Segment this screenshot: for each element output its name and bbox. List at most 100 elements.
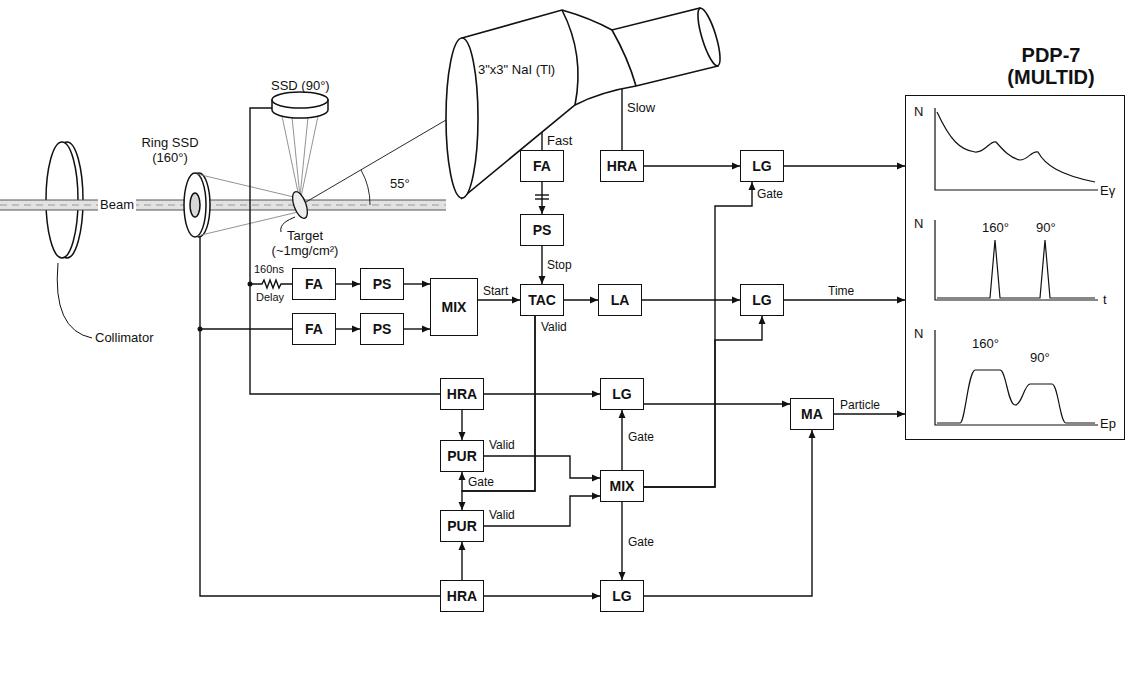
arrow-head — [352, 326, 360, 333]
signal-line — [644, 403, 790, 404]
arrow-head — [512, 297, 520, 304]
cone-line — [197, 174, 298, 198]
signal-connector — [644, 430, 816, 596]
module-name: TAC — [528, 292, 556, 308]
ring-ssd-wire — [200, 237, 440, 596]
delay-name: Delay — [256, 291, 284, 304]
tube-end — [694, 6, 725, 67]
signal-connector — [644, 182, 756, 487]
signal-connector — [459, 316, 536, 510]
signal-connector — [539, 246, 546, 284]
signal-line — [484, 393, 600, 394]
target-foil — [290, 190, 311, 220]
signal-label: Gate — [628, 535, 654, 549]
part-label: Beam — [98, 197, 136, 212]
computer-name: PDP-7 (MULTID) — [996, 44, 1106, 88]
signal-line — [621, 502, 622, 580]
delay-value: 160ns — [254, 263, 284, 276]
beam — [0, 200, 446, 210]
arrow-head — [782, 401, 790, 408]
module-box: PS — [360, 313, 404, 345]
module-name: LG — [752, 292, 771, 308]
cone-line — [197, 212, 298, 236]
plot-axis — [935, 108, 1098, 190]
signal-connector — [644, 316, 766, 487]
signal-connector — [644, 163, 740, 170]
module-name: LG — [612, 588, 631, 604]
arrow-head — [592, 493, 600, 500]
plot-axis — [935, 330, 1098, 425]
beam-edge — [0, 200, 446, 201]
signal-connector — [484, 456, 600, 482]
detector-axis — [306, 120, 446, 202]
peak-label: 90° — [1030, 350, 1050, 365]
signal-connector — [336, 326, 360, 333]
module-name: PS — [533, 222, 552, 238]
signal-line — [484, 496, 600, 526]
signal-line — [484, 595, 600, 596]
junction-dot — [248, 282, 253, 287]
arrow-head — [592, 391, 600, 398]
axis-label: t — [1103, 292, 1107, 307]
arrow-head — [590, 297, 598, 304]
crystal-face — [446, 38, 478, 198]
arrow-head — [759, 316, 766, 324]
signal-line — [621, 410, 622, 470]
module-box: MIX — [430, 278, 478, 336]
arrow-head — [459, 472, 466, 480]
module-box: MA — [790, 398, 834, 430]
cone-line — [282, 116, 299, 197]
signal-connector — [539, 182, 546, 214]
module-name: PUR — [447, 518, 477, 534]
signal-line — [462, 316, 535, 510]
signal-label: Time — [828, 284, 854, 298]
beam-axis — [0, 205, 446, 206]
particle-spectrum — [937, 370, 1095, 423]
gamma-spectrum — [937, 112, 1095, 182]
delay-line — [250, 280, 292, 288]
cone-line — [292, 117, 300, 197]
ssd-90-wire — [250, 108, 440, 394]
module-box: HRA — [440, 580, 484, 612]
module-box: PUR — [440, 510, 484, 542]
module-box: LG — [600, 378, 644, 410]
signal-label: Valid — [541, 320, 567, 334]
signal-line — [644, 316, 762, 487]
signal-name: Fast — [547, 133, 572, 148]
part-label: Ring SSD (160°) — [130, 135, 210, 165]
axis-label: N — [914, 326, 923, 341]
part-label: Collimator — [95, 330, 154, 345]
signal-line — [834, 413, 905, 414]
module-name: MA — [801, 406, 823, 422]
module-name: HRA — [607, 158, 637, 174]
arrow-head — [897, 163, 905, 170]
module-box: HRA — [440, 378, 484, 410]
axis-label: N — [914, 216, 923, 231]
signal-label: Gate — [757, 187, 783, 201]
module-name: FA — [305, 321, 323, 337]
spectrum-plots — [935, 108, 1098, 425]
angle-label: 55° — [390, 176, 410, 191]
module-name: MIX — [442, 299, 467, 315]
arrow-head — [592, 475, 600, 482]
part-label: Target (~1mg/cm²) — [265, 228, 345, 258]
module-name: LG — [752, 158, 771, 174]
arrow-head — [809, 430, 816, 438]
part-label: 3"x3" NaI (Tl) — [478, 62, 555, 77]
ssd-face — [272, 92, 328, 108]
module-name: MIX — [610, 478, 635, 494]
module-box: LG — [740, 150, 784, 182]
signal-connector — [784, 163, 905, 170]
arrow-head — [459, 502, 466, 510]
signal-line — [784, 299, 905, 300]
module-name: PS — [373, 321, 392, 337]
module-box: HRA — [600, 150, 644, 182]
leader-line — [57, 263, 92, 338]
signal-connector — [619, 410, 626, 470]
signal-label: Gate — [468, 475, 494, 489]
nai-detector — [446, 6, 724, 198]
module-box: LG — [740, 284, 784, 316]
